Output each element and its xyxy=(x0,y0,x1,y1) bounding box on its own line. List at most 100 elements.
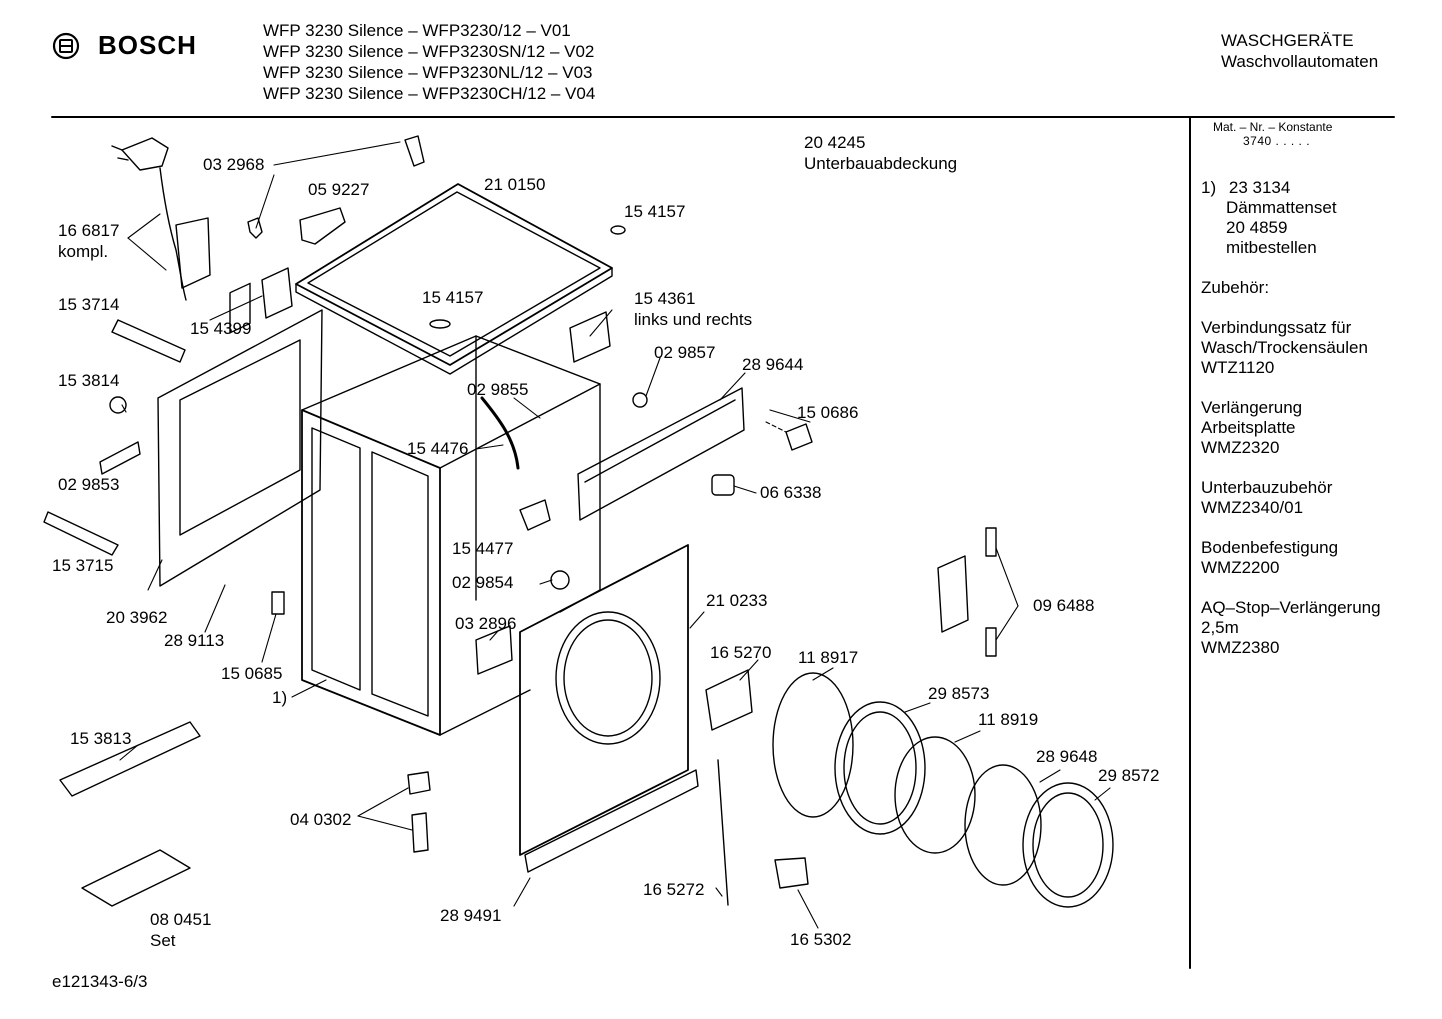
note-line: 20 4859 xyxy=(1226,218,1288,237)
part-label: Set xyxy=(150,931,176,950)
part-label: 16 5270 xyxy=(710,643,772,662)
category-subtitle: Waschvollautomaten xyxy=(1221,52,1379,71)
brand-name: BOSCH xyxy=(98,30,197,60)
part-label: 05 9227 xyxy=(308,180,370,199)
part-label: 16 5272 xyxy=(643,880,705,899)
note-block: 1) 23 3134 Dämmattenset 20 4859 mitbeste… xyxy=(1201,178,1431,258)
part-label: 04 0302 xyxy=(290,810,352,829)
accessory-line: 2,5m xyxy=(1201,618,1239,637)
part-label: 16 6817 xyxy=(58,221,120,240)
clip-part xyxy=(99,441,141,475)
hook-part xyxy=(774,857,809,889)
accessory-line: Unterbauzubehör xyxy=(1201,478,1333,497)
part-label: 15 4157 xyxy=(422,288,484,307)
wire-part xyxy=(717,759,729,906)
model-line: WFP 3230 Silence – WFP3230SN/12 – V02 xyxy=(263,42,595,61)
category-title: WASCHGERÄTE xyxy=(1221,31,1354,50)
part-label: 15 3814 xyxy=(58,371,120,390)
connector-part xyxy=(261,267,293,319)
category: WASCHGERÄTE Waschvollautomaten xyxy=(1221,30,1378,72)
model-list: WFP 3230 Silence – WFP3230/12 – V01 WFP … xyxy=(263,20,595,104)
part-label: 09 6488 xyxy=(1033,596,1095,615)
accessory-line: Verlängerung xyxy=(1201,398,1303,417)
note-line: 23 3134 xyxy=(1228,178,1291,197)
accessory-line: AQ–Stop–Verlängerung xyxy=(1201,598,1381,617)
accessory-item: AQ–Stop–Verlängerung 2,5m WMZ2380 xyxy=(1201,598,1431,658)
bearing-part xyxy=(550,570,570,590)
part-label: 15 4476 xyxy=(407,439,469,458)
part-label: Unterbauabdeckung xyxy=(804,154,958,173)
door-parts xyxy=(772,672,1114,908)
part-label: 28 9644 xyxy=(742,355,804,374)
clamp-part xyxy=(404,135,425,167)
hinge-pin-part xyxy=(985,527,997,557)
accessory-line: WMZ2200 xyxy=(1201,558,1280,577)
note-line: Dämmattenset xyxy=(1226,198,1337,217)
bosch-logo-icon xyxy=(52,32,80,59)
drawing-code: e121343-6/3 xyxy=(52,972,148,991)
accessory-line: Bodenbefestigung xyxy=(1201,538,1339,557)
clip-part xyxy=(785,423,813,451)
part-label: 20 4245 xyxy=(804,133,866,152)
part-label: 28 9113 xyxy=(164,631,225,650)
clip-part xyxy=(109,396,127,414)
mat-label: Mat. – Nr. – Konstante xyxy=(1213,120,1333,134)
part-label: 15 3813 xyxy=(70,729,132,748)
accessory-item: Unterbauzubehör WMZ2340/01 xyxy=(1201,478,1431,518)
part-label: 15 4157 xyxy=(624,202,686,221)
nut-part xyxy=(407,771,431,795)
accessory-line: WTZ1120 xyxy=(1201,358,1275,377)
bracket-part xyxy=(519,499,551,531)
part-label: 03 2968 xyxy=(203,155,265,174)
accessory-line: Verbindungssatz für xyxy=(1201,318,1352,337)
brand: BOSCH xyxy=(52,30,197,61)
hinge-pin-part xyxy=(985,627,997,657)
part-label: 20 3962 xyxy=(106,608,168,627)
cabinet-part xyxy=(301,335,601,736)
top-cover-part xyxy=(295,183,613,375)
hose-part xyxy=(111,319,186,363)
model-line: WFP 3230 Silence – WFP3230NL/12 – V03 xyxy=(263,63,593,82)
part-label: links und rechts xyxy=(634,310,753,329)
part-label: 11 8917 xyxy=(798,648,859,667)
accessories-title: Zubehör: xyxy=(1201,278,1270,297)
part-label: 15 4399 xyxy=(190,319,252,338)
rear-panel-part xyxy=(157,282,323,587)
part-label: 15 3715 xyxy=(52,556,114,575)
accessory-item: Verbindungssatz für Wasch/Trockensäulen … xyxy=(1201,318,1431,378)
part-label: 29 8573 xyxy=(928,684,990,703)
leader-lines xyxy=(119,141,1111,929)
part-label: 11 8919 xyxy=(978,710,1039,729)
accessory-line: Wasch/Trockensäulen xyxy=(1201,338,1368,357)
part-label: 02 9857 xyxy=(654,343,716,362)
part-label: 15 0686 xyxy=(797,403,859,422)
spanner-part xyxy=(59,721,201,797)
part-label: 28 9648 xyxy=(1036,747,1098,766)
accessory-line: WMZ2340/01 xyxy=(1201,498,1304,517)
switch-part xyxy=(711,474,735,496)
foot-set-part xyxy=(81,849,191,907)
part-label: 06 6338 xyxy=(760,483,822,502)
mat-value: 3740 . . . . . xyxy=(1243,134,1311,148)
handle-part xyxy=(299,207,346,245)
plug-part xyxy=(610,225,626,235)
power-cord-part xyxy=(111,137,211,301)
accessory-line: Arbeitsplatte xyxy=(1201,418,1296,437)
accessory-item: Verlängerung Arbeitsplatte WMZ2320 xyxy=(1201,398,1431,458)
hose-part xyxy=(43,511,119,556)
mounting-strip-part xyxy=(577,387,745,521)
pump-part xyxy=(475,625,513,675)
screw-part xyxy=(411,812,429,853)
kickplate-part xyxy=(524,769,699,873)
hinge-part xyxy=(937,555,969,633)
part-label: 1) xyxy=(272,688,288,707)
part-label: 28 9491 xyxy=(440,906,502,925)
clamp-part xyxy=(247,217,263,239)
note-marker: 1) xyxy=(1201,178,1217,197)
pad-part xyxy=(569,311,611,363)
accessory-line: WMZ2380 xyxy=(1201,638,1280,657)
model-line: WFP 3230 Silence – WFP3230CH/12 – V04 xyxy=(263,84,596,103)
part-label: 21 0150 xyxy=(484,175,546,194)
part-label: 21 0233 xyxy=(706,591,768,610)
